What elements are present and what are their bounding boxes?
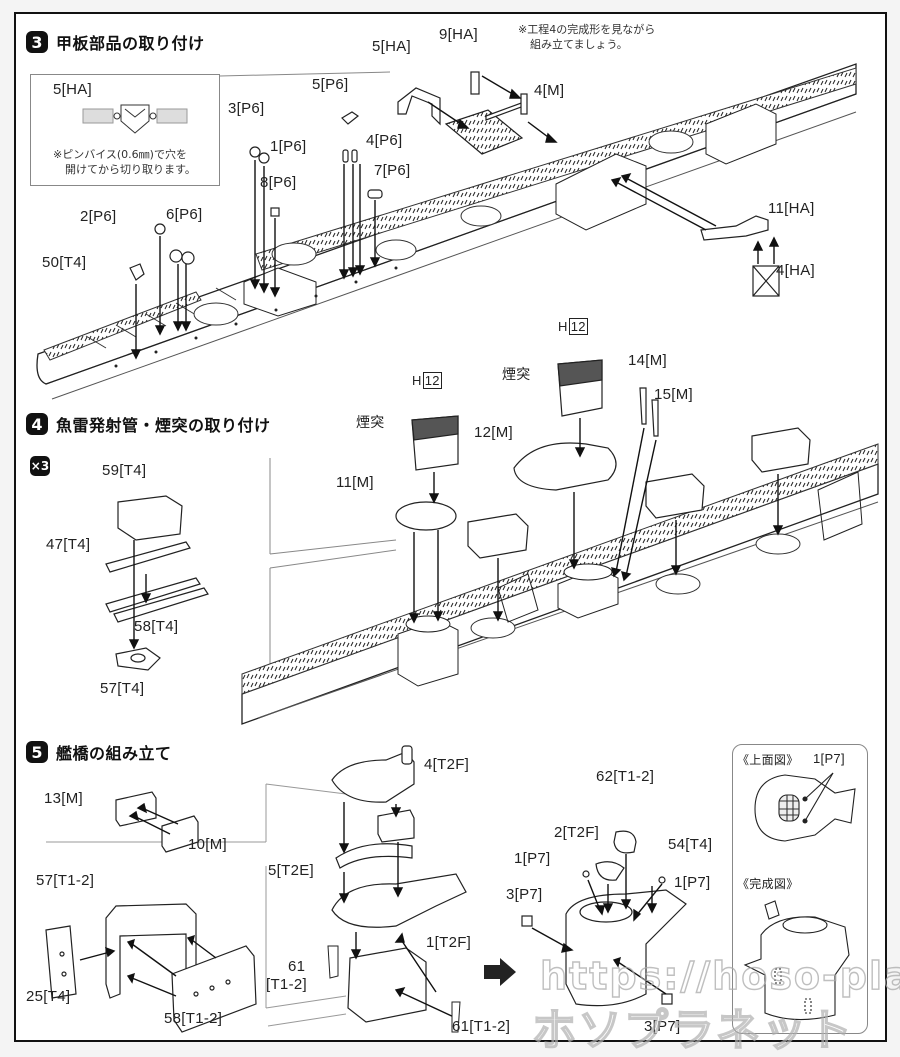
label-4-ha: 4[HA]	[776, 262, 816, 279]
note-line: 組み立てましょう。	[530, 38, 628, 51]
label-11-m: 11[M]	[336, 474, 374, 491]
label-1-t2f: 1[T2F]	[426, 934, 472, 951]
label-12-m: 12[M]	[474, 424, 514, 441]
reference-views-panel: 《上面図》 1[P7] 《完成図》	[732, 744, 868, 1034]
complete-view-diagram	[743, 900, 850, 1021]
step-4-leader-lines	[269, 458, 397, 680]
label-25-t4: 25[T4]	[26, 988, 71, 1005]
label-2-t2f: 2[T2F]	[554, 824, 600, 841]
label-11-ha: 11[HA]	[768, 200, 815, 217]
label-1-p6: 1[P6]	[270, 138, 307, 155]
bridge-front-assembly	[45, 903, 257, 1033]
bridge-exploded-view	[327, 745, 467, 1033]
label-57-t4: 57[T4]	[100, 680, 145, 697]
step-3-title: 甲板部品の取り付け	[56, 34, 205, 53]
step-5-header: 5 艦橋の組み立て	[26, 740, 172, 764]
label-5-p6: 5[P6]	[312, 76, 349, 93]
step-3-header: 3 甲板部品の取り付け	[26, 30, 205, 54]
label-5-ha: 5[HA]	[372, 38, 412, 55]
paint-prefix: H	[412, 373, 422, 388]
note-line: ※ピンバイス(0.6㎜)で穴を	[53, 148, 187, 161]
label-58-t1-2: 58[T1-2]	[164, 1010, 223, 1027]
complete-view-title: 《完成図》	[737, 877, 799, 891]
label-13-m: 13[M]	[44, 790, 84, 807]
note-line: 開けてから切り取ります。	[65, 163, 196, 176]
label-61-t1-2-a: [T1-2]	[266, 976, 307, 993]
label-9-ha: 9[HA]	[439, 26, 479, 43]
step-5-title: 艦橋の組み立て	[56, 744, 172, 763]
label-4-t2f: 4[T2F]	[424, 756, 470, 773]
label-50-t4: 50[T4]	[42, 254, 87, 271]
label-3-p7-a: 3[P7]	[506, 886, 543, 903]
label-7-p6: 7[P6]	[374, 162, 411, 179]
watermark-url: https://hoso-pla.net/	[539, 953, 900, 998]
drill-detail-inset: 5[HA] ※ピンバイス(0.6㎜)で穴を 開けてから切り取ります。	[30, 74, 220, 186]
step-3-note: ※工程4の完成形を見ながら 組み立てましょう。	[518, 22, 655, 52]
step-3-badge: 3	[26, 31, 48, 53]
label-59-t4: 59[T4]	[102, 462, 147, 479]
paint-code: 12	[422, 372, 442, 389]
label-6-p6: 6[P6]	[166, 206, 203, 223]
runner-gate-diagram	[82, 104, 188, 134]
label-10-m: 10[M]	[188, 836, 228, 853]
funnel-label-b: 煙突	[502, 366, 531, 382]
torpedo-tube-assembly	[105, 495, 209, 671]
label-3-p7-b: 3[P7]	[644, 1018, 681, 1035]
step-4-header: 4 魚雷発射管・煙突の取り付け	[26, 412, 271, 436]
step-4-title: 魚雷発射管・煙突の取り付け	[56, 416, 271, 435]
note-line: ※工程4の完成形を見ながら	[518, 23, 656, 36]
instruction-page: 3 甲板部品の取り付け ※工程4の完成形を見ながら 組み立てましょう。 5[HA…	[14, 12, 900, 1057]
label-4-p6: 4[P6]	[366, 132, 403, 149]
inset-note: ※ピンバイス(0.6㎜)で穴を 開けてから切り取ります。	[53, 147, 196, 177]
label-1-p7-a: 1[P7]	[514, 850, 551, 867]
watermark-brand: ホソプラネット	[531, 1004, 854, 1057]
label-4-m: 4[M]	[534, 82, 565, 99]
label-61: 61	[288, 958, 306, 975]
funnel-label-a: 煙突	[356, 414, 385, 430]
label-8-p6: 8[P6]	[260, 174, 297, 191]
label-2-p6: 2[P6]	[80, 208, 117, 225]
inset-leader-line	[219, 71, 391, 77]
step-4-badge: 4	[26, 413, 48, 435]
top-view-part-label: 1[P7]	[813, 751, 845, 766]
inset-part-label: 5[HA]	[53, 81, 93, 98]
label-54-t4: 54[T4]	[668, 836, 713, 853]
label-47-t4: 47[T4]	[46, 536, 91, 553]
step-3-ship-illustration	[36, 63, 857, 400]
step-4-ship-illustration	[241, 443, 879, 725]
step-5-badge: 5	[26, 741, 48, 763]
next-step-arrow-icon	[484, 958, 516, 986]
label-57-t1-2: 57[T1-2]	[36, 872, 95, 889]
step-4-parts	[395, 359, 811, 624]
label-58-t4: 58[T4]	[134, 618, 179, 635]
bridge-assembled-view	[521, 830, 687, 1007]
label-3-p6: 3[P6]	[228, 100, 265, 117]
quantity-x3-badge: ×3	[30, 456, 50, 476]
label-15-m: 15[M]	[654, 386, 694, 403]
label-62-t1-2: 62[T1-2]	[596, 768, 655, 785]
label-61-t1-2-b: 61[T1-2]	[452, 1018, 511, 1035]
label-1-p7-b: 1[P7]	[674, 874, 711, 891]
top-view-title: 《上面図》	[737, 753, 799, 767]
top-view-diagram	[754, 772, 856, 842]
paint-code: 12	[568, 318, 588, 335]
part-13-10-m	[115, 791, 199, 853]
paint-prefix: H	[558, 319, 568, 334]
label-5-t2e: 5[T2E]	[268, 862, 314, 879]
step-5-bracket-lines	[46, 783, 347, 1027]
label-14-m: 14[M]	[628, 352, 668, 369]
